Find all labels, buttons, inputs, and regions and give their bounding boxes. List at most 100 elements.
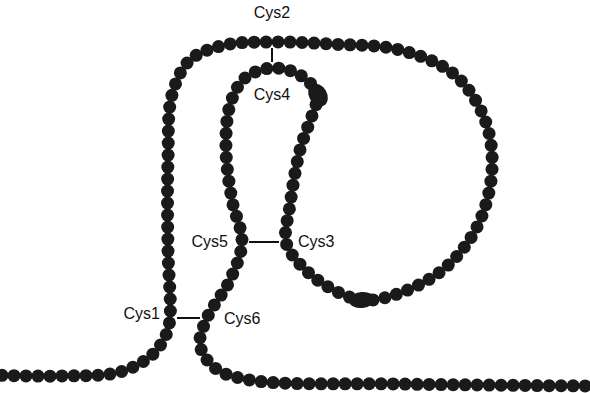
bead xyxy=(344,38,357,51)
bead xyxy=(31,370,44,383)
bead xyxy=(495,379,508,392)
bead xyxy=(414,50,427,63)
bead xyxy=(486,163,499,176)
bead xyxy=(486,151,499,164)
disulfide-bond xyxy=(249,241,279,243)
bead xyxy=(220,151,233,164)
bead xyxy=(212,40,225,53)
bead xyxy=(231,371,244,384)
bead xyxy=(378,291,391,304)
bead xyxy=(367,39,380,52)
large-bead xyxy=(304,80,332,110)
cysteine-label: Cys1 xyxy=(124,305,160,323)
large-bead xyxy=(348,291,375,309)
bead xyxy=(91,369,104,382)
bead xyxy=(391,43,404,56)
bead xyxy=(471,378,484,391)
bead xyxy=(161,233,174,246)
bead xyxy=(255,375,268,388)
bead xyxy=(283,202,296,215)
bead xyxy=(356,39,369,52)
bead xyxy=(267,376,280,389)
bead xyxy=(555,379,568,392)
bead xyxy=(236,36,249,49)
bead xyxy=(164,293,177,306)
bead xyxy=(479,198,492,211)
bead xyxy=(162,137,175,150)
bead xyxy=(543,379,556,392)
bead xyxy=(303,377,316,390)
bead xyxy=(222,103,235,116)
bead xyxy=(280,238,293,251)
bead xyxy=(219,139,232,152)
bead xyxy=(423,378,436,391)
bead xyxy=(162,245,175,258)
cysteine-label: Cys2 xyxy=(254,4,290,22)
bead xyxy=(226,92,239,105)
bead xyxy=(161,161,174,174)
bead xyxy=(401,284,414,297)
bead xyxy=(363,377,376,390)
bead xyxy=(197,320,210,333)
bead xyxy=(288,167,301,180)
bead xyxy=(162,125,175,138)
bead xyxy=(375,377,388,390)
bead xyxy=(339,377,352,390)
bead xyxy=(163,281,176,294)
bead xyxy=(163,269,176,282)
bead xyxy=(260,36,273,49)
bead xyxy=(320,37,333,50)
bead xyxy=(411,378,424,391)
bead xyxy=(236,233,249,246)
bead xyxy=(279,226,292,239)
bead xyxy=(201,44,214,57)
bead xyxy=(272,62,285,75)
bead xyxy=(79,369,92,382)
bead xyxy=(519,379,532,392)
bead xyxy=(19,369,32,382)
bead xyxy=(475,104,488,117)
bead xyxy=(332,38,345,51)
bead xyxy=(435,378,448,391)
bead xyxy=(248,36,261,49)
bead xyxy=(222,175,235,188)
bead xyxy=(221,163,234,176)
bead xyxy=(224,37,237,50)
bead xyxy=(162,113,175,126)
bead xyxy=(315,377,328,390)
bead xyxy=(379,41,392,54)
bead xyxy=(55,369,68,382)
bead xyxy=(164,305,177,318)
bead xyxy=(160,328,173,341)
bead xyxy=(285,191,298,204)
cysteine-label: Cys4 xyxy=(254,86,290,104)
cysteine-label: Cys5 xyxy=(192,233,228,251)
bead xyxy=(227,198,240,211)
bead xyxy=(459,378,472,391)
bead xyxy=(484,175,497,188)
bead xyxy=(305,109,318,122)
bead xyxy=(103,368,116,381)
bead xyxy=(243,373,256,386)
bead xyxy=(351,377,364,390)
bead xyxy=(234,245,247,258)
bead xyxy=(483,379,496,392)
bead xyxy=(162,257,175,270)
bead xyxy=(0,369,8,382)
bead xyxy=(161,209,174,222)
bead xyxy=(531,379,544,392)
bead xyxy=(43,370,56,383)
chain-guide xyxy=(0,42,590,386)
bead xyxy=(390,288,403,301)
bead xyxy=(447,378,460,391)
bead xyxy=(387,377,400,390)
bead xyxy=(224,187,237,200)
bead xyxy=(272,35,285,48)
bead xyxy=(163,316,176,329)
bead xyxy=(483,127,496,140)
bead xyxy=(163,101,176,114)
bead xyxy=(231,256,244,269)
bead xyxy=(479,115,492,128)
bead xyxy=(260,62,273,75)
